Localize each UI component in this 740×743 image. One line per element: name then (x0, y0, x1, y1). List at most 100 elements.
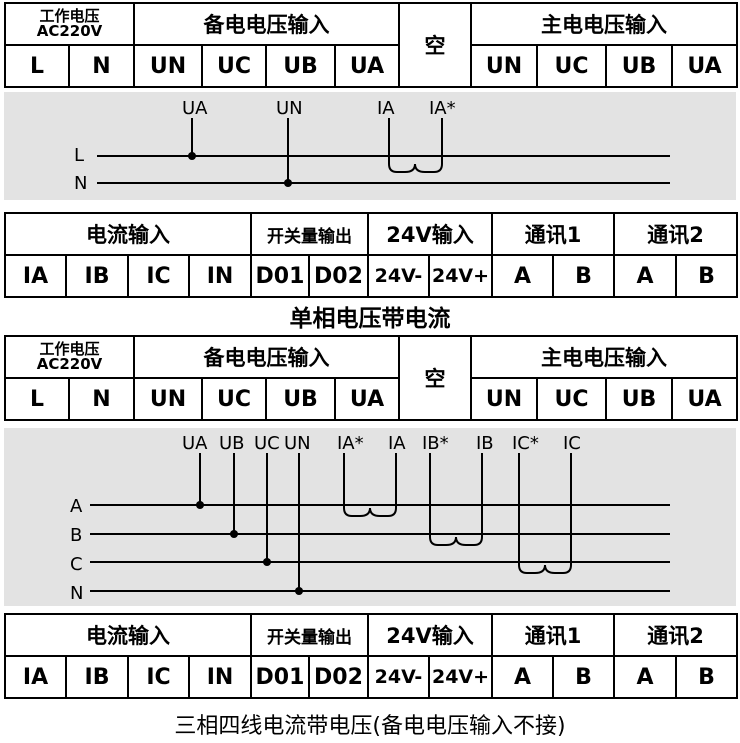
label-un: UN (276, 98, 303, 119)
line-label-c: C (70, 554, 83, 575)
caption-single-phase: 单相电压带电流 (289, 306, 451, 332)
line-label-n: N (70, 583, 83, 604)
line-label-b: B (70, 525, 82, 546)
label-uc: UC (254, 433, 280, 454)
terminal-ic: IC (127, 655, 190, 699)
terminal-in: IN (188, 254, 252, 298)
terminal-main-uc: UC (536, 377, 608, 421)
label-ic-star: IC* (512, 433, 539, 454)
comm2-header: 通讯2 (613, 212, 739, 256)
terminal-in: IN (188, 655, 252, 699)
power-voltage-value: AC220V (36, 22, 103, 40)
switch-output-header: 开关量输出 (250, 212, 369, 256)
backup-voltage-header-2: 备电电压输入 (133, 335, 401, 379)
label-ib-star: IB* (422, 433, 449, 454)
terminal-backup-ua: UA (334, 44, 401, 88)
terminal-d02: D02 (308, 655, 369, 699)
terminal-comm2-b: B (675, 655, 739, 699)
label-ua: UA (182, 433, 208, 454)
label-ia-star: IA* (429, 98, 456, 119)
wiring-diagram-three-phase: UA UB UC UN IA* IA IB* IB IC* IC A B C N (4, 428, 736, 606)
terminal-main-uc: UC (536, 44, 608, 88)
node-un (295, 587, 303, 595)
terminal-comm1-a: A (491, 655, 555, 699)
power-voltage-header: 工作电压 AC220V (3, 2, 136, 46)
terminal-block-1-bottom: 电流输入 开关量输出 24V输入 通讯1 通讯2 IA IB IC IN D01… (4, 212, 739, 298)
switch-output-header-2: 开关量输出 (250, 613, 369, 657)
24v-input-header-2: 24V输入 (366, 613, 494, 657)
label-un: UN (284, 433, 311, 454)
label-ia: IA (388, 433, 406, 454)
ct-loop-ia (343, 453, 397, 517)
comm1-header: 通讯1 (491, 212, 616, 256)
terminal-ic: IC (127, 254, 190, 298)
terminal-d01: D01 (250, 254, 310, 298)
24v-input-header: 24V输入 (366, 212, 494, 256)
node-ua (196, 501, 204, 509)
terminal-24v-minus: 24V- (367, 655, 430, 699)
node-uc (263, 558, 271, 566)
terminal-comm1-a: A (491, 254, 555, 298)
terminal-block-2-bottom: 电流输入 开关量输出 24V输入 通讯1 通讯2 IA IB IC IN D01… (4, 613, 739, 699)
label-ua: UA (182, 98, 208, 119)
comm1-header-2: 通讯1 (491, 613, 616, 657)
wiring-diagram-single-phase: UA UN IA IA* L N (4, 92, 736, 200)
label-ic: IC (563, 433, 581, 454)
terminal-comm1-b: B (552, 655, 616, 699)
terminal-24v-plus: 24V+ (427, 254, 494, 298)
current-input-header: 电流输入 (4, 212, 252, 256)
terminal-comm2-a: A (613, 655, 678, 699)
terminal-backup-un: UN (133, 377, 204, 421)
terminal-backup-un: UN (133, 44, 204, 88)
main-voltage-header: 主电电压输入 (470, 2, 739, 46)
terminal-d01: D01 (250, 655, 310, 699)
power-voltage-header-2: 工作电压 AC220V (3, 335, 136, 379)
terminal-n: N (67, 377, 136, 421)
caption-three-phase: 三相四线电流带电压(备电电压输入不接) (174, 714, 566, 739)
terminal-ia: IA (4, 254, 67, 298)
power-voltage-label-2: 工作电压 (39, 340, 100, 358)
line-label-n: N (74, 173, 87, 194)
label-ia: IA (377, 98, 395, 119)
comm2-header-2: 通讯2 (613, 613, 739, 657)
empty-header-2: 空 (398, 335, 473, 421)
line-label-l: L (74, 145, 84, 166)
terminal-backup-ub: UB (265, 44, 337, 88)
terminal-comm2-a: A (613, 254, 678, 298)
label-ia-star: IA* (337, 433, 364, 454)
ct-loop-ic (518, 453, 572, 574)
node-ua (188, 152, 196, 160)
ct-loop-ib (429, 453, 483, 546)
terminal-main-ub: UB (605, 377, 674, 421)
label-ib: IB (476, 433, 494, 454)
terminal-l: L (4, 44, 70, 88)
terminal-24v-plus: 24V+ (427, 655, 494, 699)
terminal-main-un: UN (470, 377, 539, 421)
main-voltage-header-2: 主电电压输入 (470, 335, 739, 379)
terminal-comm2-b: B (675, 254, 739, 298)
terminal-n: N (67, 44, 136, 88)
power-voltage-label: 工作电压 (39, 7, 100, 25)
terminal-main-un: UN (470, 44, 539, 88)
terminal-ia: IA (4, 655, 67, 699)
terminal-block-2-top: 工作电压 AC220V 备电电压输入 空 主电电压输入 L N UN UC UB… (3, 335, 739, 421)
ct-loop-ia (388, 156, 443, 173)
terminal-l: L (4, 377, 70, 421)
terminal-ib: IB (65, 254, 129, 298)
terminal-main-ua: UA (671, 377, 739, 421)
terminal-block-1-top: 工作电压 AC220V 备电电压输入 空 主电电压输入 L N UN UC UB… (3, 2, 739, 88)
power-voltage-value-2: AC220V (36, 355, 103, 373)
node-ub (230, 530, 238, 538)
terminal-main-ub: UB (605, 44, 674, 88)
current-input-header-2: 电流输入 (4, 613, 252, 657)
node-un (284, 179, 292, 187)
terminal-backup-uc: UC (201, 377, 268, 421)
terminal-24v-minus: 24V- (367, 254, 430, 298)
terminal-backup-ua: UA (334, 377, 401, 421)
terminal-backup-uc: UC (201, 44, 268, 88)
label-ub: UB (219, 433, 245, 454)
terminal-comm1-b: B (552, 254, 616, 298)
backup-voltage-header: 备电电压输入 (133, 2, 401, 46)
line-label-a: A (70, 496, 83, 517)
empty-header: 空 (398, 2, 473, 88)
